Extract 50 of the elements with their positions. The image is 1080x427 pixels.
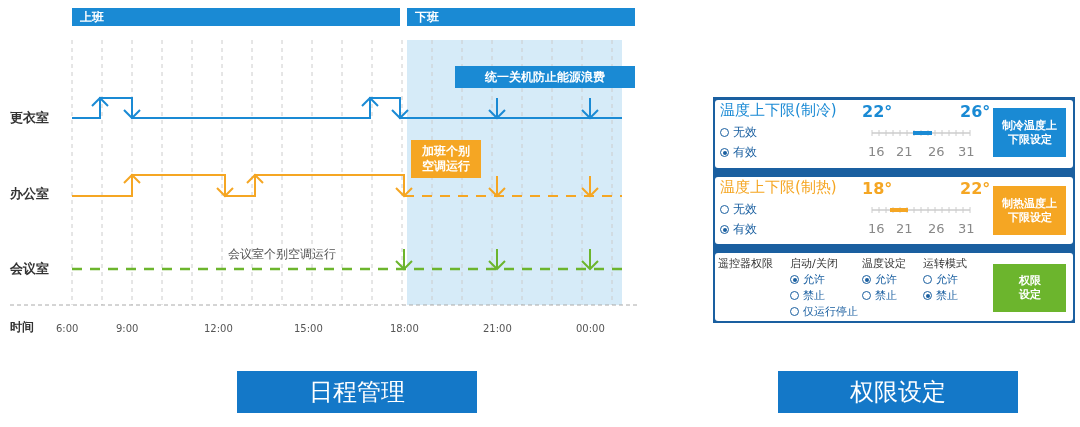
title-banner: 日程管理 — [237, 371, 477, 413]
tick-label: 6:00 — [56, 323, 79, 334]
setting-label: 31 — [958, 145, 975, 160]
setting-label: 运转模式 — [923, 258, 967, 271]
tick-label: 21:00 — [483, 323, 512, 334]
row-label: 更衣室 — [10, 111, 49, 126]
setting-label: 16 — [868, 222, 885, 237]
title-banner: 权限设定 — [778, 371, 1018, 413]
setting-label: 温度设定 — [862, 258, 906, 271]
radio-button: 禁止 — [862, 290, 897, 303]
setting-label: 21 — [896, 145, 913, 160]
annotation-text: 会议室个别空调运行 — [228, 248, 336, 262]
setting-label: 21 — [896, 222, 913, 237]
radio-button: 允许 — [790, 274, 825, 287]
radio-button: 无效 — [720, 203, 757, 217]
setting-label: 26 — [928, 145, 945, 160]
setting-label: 启动/关闭 — [790, 258, 838, 271]
radio-button: 仅运行停止 — [790, 306, 858, 319]
radio-button: 禁止 — [790, 290, 825, 303]
header-bar: 下班 — [407, 8, 635, 26]
radio-button: 禁止 — [923, 290, 958, 303]
setting-label: 遥控器权限 — [718, 258, 773, 271]
row-label: 会议室 — [10, 262, 49, 277]
radio-button: 有效 — [720, 223, 757, 237]
callout-box: 统一关机防止能源浪费 — [455, 66, 635, 88]
setting-label: 温度上下限(制热) — [720, 179, 837, 196]
tick-label: 18:00 — [390, 323, 419, 334]
radio-button: 有效 — [720, 146, 757, 160]
callout-box: 加班个别空调运行 — [411, 140, 481, 178]
setting-label: 22° — [960, 180, 991, 198]
radio-button: 允许 — [862, 274, 897, 287]
tick-label: 9:00 — [116, 323, 139, 334]
setting-label: 31 — [958, 222, 975, 237]
action-button: 制冷温度上下限设定 — [993, 108, 1066, 157]
tick-label: 00:00 — [576, 323, 605, 334]
action-button: 权限设定 — [993, 264, 1066, 312]
setting-label: 温度上下限(制冷) — [720, 102, 837, 119]
axis-title: 时间 — [10, 321, 34, 335]
setting-label: 26 — [928, 222, 945, 237]
action-button: 制热温度上下限设定 — [993, 186, 1066, 235]
radio-button: 无效 — [720, 126, 757, 140]
setting-label: 18° — [862, 180, 893, 198]
tick-label: 12:00 — [204, 323, 233, 334]
setting-label: 26° — [960, 103, 991, 121]
setting-label: 16 — [868, 145, 885, 160]
tick-label: 15:00 — [294, 323, 323, 334]
row-label: 办公室 — [10, 187, 49, 202]
radio-button: 允许 — [923, 274, 958, 287]
header-bar: 上班 — [72, 8, 400, 26]
setting-label: 22° — [862, 103, 893, 121]
